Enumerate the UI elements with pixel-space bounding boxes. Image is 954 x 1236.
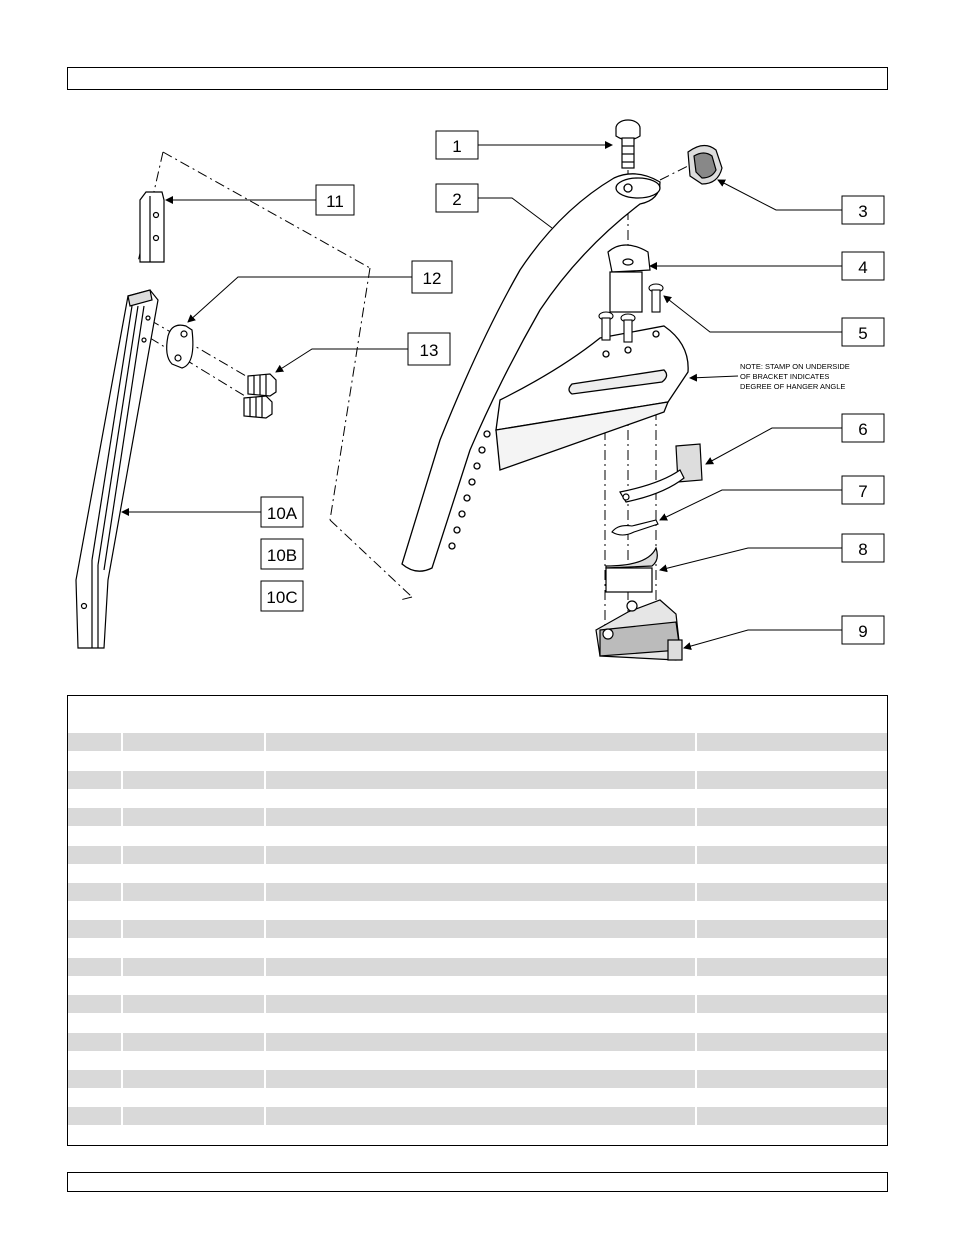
part-7-clip [611,519,659,536]
table-row [68,1032,887,1051]
svg-text:6: 6 [858,420,867,439]
callout-10a: 10A [260,496,304,528]
table-row [68,733,887,752]
table-row [68,1088,887,1107]
table-row [68,808,887,827]
table-row [68,845,887,864]
table-row [68,939,887,958]
page-footer-bar [67,1172,888,1192]
svg-text:10A: 10A [267,504,298,523]
callout-5: 5 [841,317,885,347]
svg-text:4: 4 [858,258,867,277]
table-row [68,752,887,771]
table-row [68,976,887,995]
table-row [68,770,887,789]
svg-text:10C: 10C [266,588,297,607]
svg-text:5: 5 [858,324,867,343]
table-header-row [68,696,887,714]
svg-text:OF BRACKET INDICATES: OF BRACKET INDICATES [740,372,829,381]
part-9-base-clamp [595,599,683,661]
table-row [68,714,887,733]
part-3-plug [687,144,723,185]
callout-10b: 10B [260,538,304,570]
table-row [68,883,887,901]
callout-10c: 10C [260,580,304,612]
svg-text:7: 7 [858,482,867,501]
svg-text:9: 9 [858,622,867,641]
callout-13: 13 [407,332,451,366]
page-header-bar [67,67,888,90]
hanger-angle-note: NOTE: STAMP ON UNDERSIDE OF BRACKET INDI… [740,362,850,391]
table-row [68,864,887,883]
callout-12: 12 [411,260,453,294]
part-10-channel-bar [75,289,159,649]
table-row [68,901,887,920]
svg-text:12: 12 [423,269,442,288]
svg-text:3: 3 [858,202,867,221]
table-row [68,1107,887,1126]
parts-list-table [67,695,888,1146]
callout-6: 6 [841,413,885,443]
part-12-plate [166,324,194,369]
svg-text:8: 8 [858,540,867,559]
table-row [68,789,887,808]
table-row [68,1013,887,1032]
callout-8: 8 [841,533,885,563]
svg-text:DEGREE OF HANGER ANGLE: DEGREE OF HANGER ANGLE [740,382,845,391]
part-1-bolt [615,119,641,169]
callout-leaders [121,141,842,650]
callout-9: 9 [841,615,885,645]
table-row [68,920,887,939]
svg-text:10B: 10B [267,546,297,565]
callout-11: 11 [315,184,355,216]
callout-3: 3 [841,195,885,225]
svg-text:13: 13 [420,341,439,360]
svg-text:2: 2 [452,190,461,209]
svg-text:1: 1 [452,137,461,156]
exploded-parts-diagram: 1 2 3 4 5 6 7 8 9 10A 10B 10C [75,119,885,661]
callout-4: 4 [841,251,885,281]
part-5-screws [598,283,664,343]
part-6-lever [619,443,703,503]
part-2-hanger-tube [401,173,661,572]
table-row [68,1070,887,1088]
hanger-bracket [495,325,689,471]
callout-2: 2 [435,183,479,213]
part-8-collar [605,546,658,593]
svg-text:NOTE: STAMP ON UNDERSIDE: NOTE: STAMP ON UNDERSIDE [740,362,850,371]
table-row [68,1051,887,1070]
table-row [68,957,887,976]
table-row [68,995,887,1014]
callout-7: 7 [841,475,885,505]
part-11-insert [139,191,165,263]
svg-text:11: 11 [326,192,344,211]
part-13-screws [243,373,277,419]
table-row [68,826,887,845]
callout-1: 1 [435,130,479,160]
part-4-spacer [607,244,651,313]
